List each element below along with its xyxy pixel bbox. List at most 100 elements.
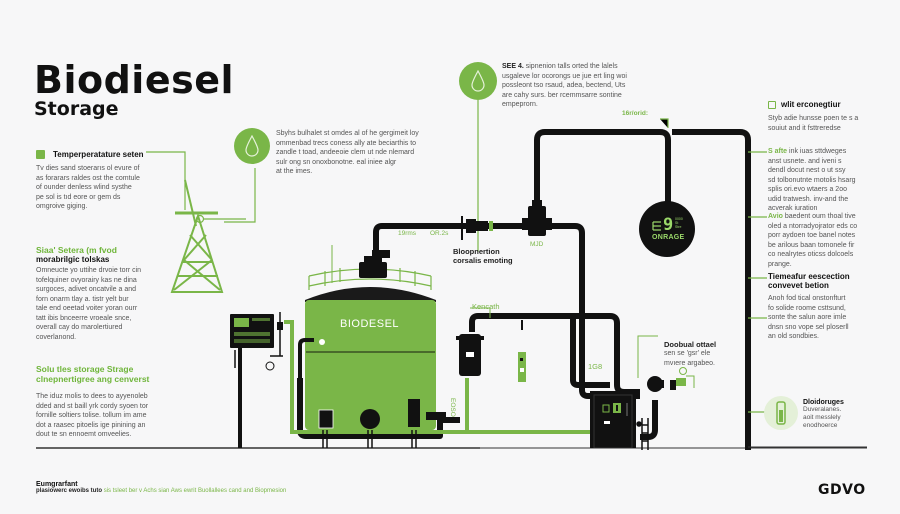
pipe-label-b: OR.2s	[430, 230, 449, 237]
connector-label: Bloopnertion corsalis emoting	[453, 247, 513, 265]
droplet-icon	[234, 128, 270, 164]
body-line: sen se 'gsr' ele	[664, 350, 711, 357]
body-line: mvıere argabeo.	[664, 359, 715, 367]
body-line: overall cay do marolertiured	[36, 324, 123, 331]
kencath-label: Kencath	[472, 302, 500, 311]
section-heading-green: Siaa' Setera (m fvod	[36, 245, 117, 255]
callout-drop-text: Sbyhs bulhalet st omdes al of he gergime…	[276, 129, 446, 177]
body-line: dout te sn ennoemt omveelies.	[36, 431, 132, 438]
body-line: baedent oum thoal tive	[782, 213, 856, 220]
body-line: enodhoerce	[803, 422, 838, 429]
optional-title: Doobual ottael	[664, 340, 717, 349]
body-line: Styb adie hunsse poen te s a	[768, 115, 859, 122]
body-line: coverlanond.	[36, 333, 77, 341]
section-storage-conversion: Solu tles storage Strage clnepnertigree …	[36, 364, 196, 440]
brand-logo[interactable]: GDVO	[818, 482, 866, 498]
right-section-2: S afte ink iuas sttdweges anst usnete. a…	[768, 147, 878, 214]
body-line: Anoh fod tical onstonfturt	[768, 295, 846, 302]
body-line: be arilous baan tomonele fir	[768, 241, 855, 249]
section-heading-green: clnepnertigree ang cenverst	[36, 374, 150, 384]
thermometer-icon	[36, 150, 45, 159]
section-temperature: Temperperatature seten Tv dies sand stoe…	[36, 150, 156, 212]
body-line: at the imes.	[276, 168, 313, 175]
body-line: sonte the salun aore imle	[768, 314, 847, 321]
body-line: Sbyhs bulhalet st omdes al of he gergime…	[276, 130, 419, 137]
body-line: ink iuas sttdweges	[787, 148, 847, 155]
main-valve	[522, 200, 552, 236]
body-line: co nealrytes oticss dolcoels	[768, 251, 854, 258]
body-line: souiut and it fsttreredse	[768, 124, 841, 132]
body-line: ommenbad trecs coness ally ate beciarthi…	[276, 139, 417, 147]
right-section-5: Dloidoruges Duveralanes. aoit messlely e…	[803, 399, 883, 430]
section-heading: Temperperatature seten	[53, 150, 144, 159]
droplet-icon	[459, 62, 497, 100]
body-line: splis ori.evo wtaers a 2oo	[768, 186, 847, 193]
gauge-unit: St	[675, 221, 679, 225]
right-connectors	[660, 118, 767, 413]
storage-gauge	[639, 201, 695, 257]
body-line: porr aydoen toe banel notes	[768, 232, 856, 239]
chat-icon	[768, 100, 776, 109]
filter-unit	[456, 334, 484, 376]
gauge-caption: ONRAGE	[652, 234, 685, 241]
vertical-pipe-label: EOSO	[449, 398, 456, 417]
gauge-value: 9	[663, 215, 674, 235]
body-line: dendl docut nest o ut ssy	[768, 167, 846, 174]
top-right-pipe-label: 16r/orid:	[622, 110, 649, 117]
body-line: zandle t toad, andeeoie clem ut nde nlem…	[276, 149, 415, 156]
body-line: dnsn sno vope sel ploserll	[768, 323, 849, 331]
body-line: sd tolbonutnte motolis hsarg	[768, 176, 856, 184]
body-line: as forarars raldes ost the comtule	[36, 174, 140, 182]
body-line: oled a ntorradyojrator eds co	[768, 222, 858, 230]
section-heading-green: Solu tles storage Strage	[36, 364, 134, 374]
tank-label: BIODESEL	[340, 318, 400, 330]
body-line: surgoces, adivet oncatvile a and	[36, 286, 137, 293]
valve-label: MJD	[530, 241, 544, 248]
body-line: tofelquiner ovyorairy kas ne dina	[36, 276, 137, 284]
body-line: empeprorn.	[502, 101, 538, 108]
label-line: corsalis emoting	[453, 256, 513, 265]
connector-line-drop	[224, 168, 256, 223]
right-section-3: Avio baedent oum thoal tive oled a ntorr…	[768, 212, 878, 269]
right-section-1: wlit erconegtiur Styb adie hunsse poen t…	[768, 100, 878, 133]
body-line: udid tratwesh. inv-and the	[768, 195, 849, 203]
wind-turbine-icon	[170, 179, 246, 293]
body-line: usgaleve lor ocorongs ue jue ert ling wo…	[502, 72, 627, 80]
body-line: forn onarm tlay a. tistr yelt bur	[36, 295, 129, 303]
body-line: dot a raasec pitoelis ige pinining an	[36, 421, 146, 429]
body-line: The iduz molis to dees to ayyenoleb	[36, 393, 148, 400]
step-number: SEE 4.	[502, 63, 524, 70]
footer: Eumgrarfant plasiowerc ewoibs tuto sis t…	[36, 481, 286, 494]
body-line: Tv dies sand stoerarıs ol evure of	[36, 165, 140, 172]
body-line: anst usnete. and iveni s	[768, 157, 842, 165]
body-line: tatt ibis bnceerre vroeale snce,	[36, 314, 132, 322]
callout-step4-text: SEE 4. sipnenion talls orted the lalels …	[502, 62, 652, 110]
inline-valve	[461, 216, 493, 240]
footer-text-dark: plasiowerc ewoibs tuto	[36, 488, 103, 494]
optional-callout: Doobual ottael sen se 'gsr' ele mvıere a…	[664, 340, 716, 368]
control-panel	[230, 312, 283, 448]
battery-icon	[776, 401, 786, 425]
biodiesel-tank	[298, 250, 446, 448]
body-line: fo solide roome csttsund,	[768, 304, 846, 312]
connector-line-temp	[146, 151, 186, 210]
body-line: Duveralanes.	[803, 406, 842, 413]
main-pipes	[297, 129, 751, 450]
body-line: tale end oeetad voiter yoran ourr	[36, 305, 138, 312]
sensor-icon	[518, 320, 526, 382]
gauge-bars-icon	[652, 221, 661, 231]
body-line: prange.	[768, 260, 792, 268]
section-storage-tanks: Siaa' Setera (m fvod morabrilgic tolskas…	[36, 245, 166, 342]
lead-text: S afte	[768, 148, 788, 155]
body-line: dded and st baill yrk cordy syoen tor	[36, 402, 149, 410]
footer-text-green: sis tsleet ber v Achs sian Aws ewrit Buo…	[103, 488, 287, 494]
page-title: Biodiesel	[34, 58, 235, 102]
body-line: of ounder denless wlind systhe	[36, 184, 132, 191]
footer-heading: Eumgrarfant	[36, 481, 78, 488]
body-line: pe sol is tıd eore or gem ds	[36, 193, 121, 201]
body-line: sulr ong sn onoxbonotne. eal iniee algr	[276, 158, 397, 166]
gauge-unit: 0000	[675, 217, 683, 221]
section-heading: Dloidoruges	[803, 399, 844, 406]
pipe-label-a: 19rms	[398, 230, 417, 237]
